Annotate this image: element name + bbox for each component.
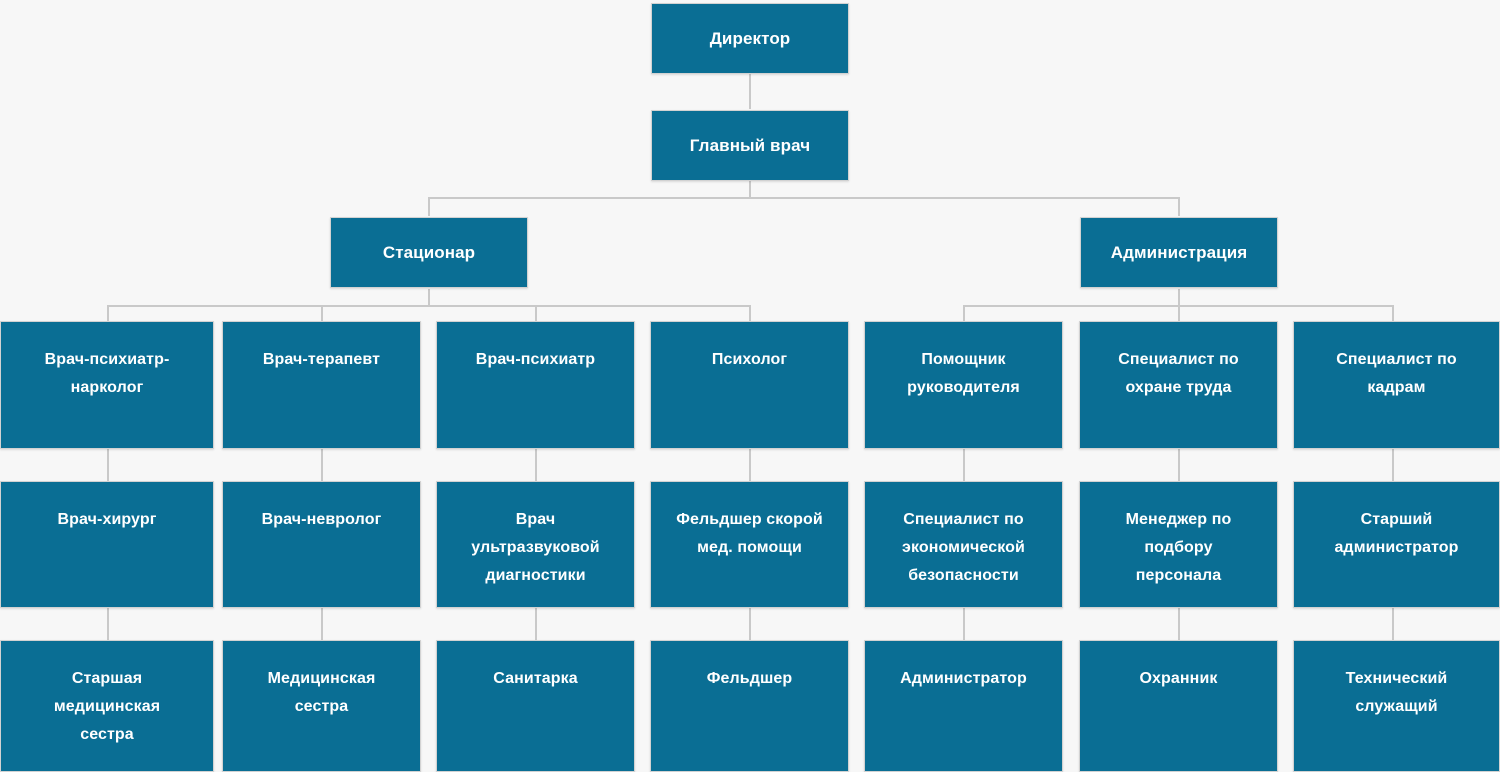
- connector-col-6-row5-row6: [1178, 608, 1180, 641]
- node-economic-security-specialist[interactable]: Специалист по экономической безопасности: [864, 481, 1063, 608]
- node-recruitment-manager[interactable]: Менеджер по подбору персонала: [1079, 481, 1278, 608]
- node-senior-administrator-label: Старший администратор: [1334, 511, 1459, 556]
- node-emergency-paramedic[interactable]: Фельдшер скорой мед. помощи: [650, 481, 849, 608]
- connector-col-1-row4-row5: [107, 449, 109, 482]
- connector-administration-child-1: [963, 305, 965, 322]
- node-assistant-director[interactable]: Помощник руководителя: [864, 321, 1063, 449]
- node-paramedic-label: Фельдшер: [706, 670, 793, 687]
- node-neurologist[interactable]: Врач-невролог: [222, 481, 421, 608]
- connector-administration-drop: [1178, 289, 1180, 306]
- node-administrator[interactable]: Администратор: [864, 640, 1063, 772]
- connector-bus-to-administration: [1178, 197, 1180, 216]
- node-director-label: Директор: [709, 28, 791, 48]
- connector-col-6-row4-row5: [1178, 449, 1180, 482]
- node-psychiatrist[interactable]: Врач-психиатр: [436, 321, 635, 449]
- connector-col-5-row5-row6: [963, 608, 965, 641]
- node-labor-safety-specialist[interactable]: Специалист по охране труда: [1079, 321, 1278, 449]
- node-emergency-paramedic-label: Фельдшер скорой мед. помощи: [676, 511, 823, 556]
- node-psychologist[interactable]: Психолог: [650, 321, 849, 449]
- node-ultrasound-doctor-label: Врач ультразвуковой диагностики: [471, 511, 600, 584]
- node-technical-staff-label: Технический служащий: [1345, 670, 1448, 715]
- connector-col-2-row4-row5: [321, 449, 323, 482]
- node-surgeon-label: Врач-хирург: [57, 511, 157, 528]
- connector-inpatient-child-3: [535, 305, 537, 322]
- node-therapist-label: Врач-терапевт: [262, 351, 381, 368]
- node-security-guard-label: Охранник: [1139, 670, 1218, 687]
- node-ultrasound-doctor[interactable]: Врач ультразвуковой диагностики: [436, 481, 635, 608]
- node-security-guard[interactable]: Охранник: [1079, 640, 1278, 772]
- node-nurse-label: Медицинская сестра: [267, 670, 376, 715]
- connector-chief-drop: [749, 181, 751, 198]
- connector-col-1-row5-row6: [107, 608, 109, 641]
- connector-col-3-row4-row5: [535, 449, 537, 482]
- node-orderly[interactable]: Санитарка: [436, 640, 635, 772]
- node-administration-label: Администрация: [1110, 242, 1248, 262]
- connector-col-2-row5-row6: [321, 608, 323, 641]
- connector-inpatient-drop: [428, 289, 430, 306]
- connector-col-7-row4-row5: [1392, 449, 1394, 482]
- node-economic-security-specialist-label: Специалист по экономической безопасности: [902, 511, 1025, 584]
- connector-administration-child-3: [1392, 305, 1394, 322]
- node-chief-doctor-label: Главный врач: [689, 135, 811, 155]
- connector-col-3-row5-row6: [535, 608, 537, 641]
- connector-col-7-row5-row6: [1392, 608, 1394, 641]
- node-head-nurse-label: Старшая медицинская сестра: [53, 670, 161, 743]
- node-head-nurse[interactable]: Старшая медицинская сестра: [0, 640, 214, 772]
- node-surgeon[interactable]: Врач-хирург: [0, 481, 214, 608]
- connector-inpatient-bus: [107, 305, 751, 307]
- connector-inpatient-child-4: [749, 305, 751, 322]
- node-therapist[interactable]: Врач-терапевт: [222, 321, 421, 449]
- node-senior-administrator[interactable]: Старший администратор: [1293, 481, 1500, 608]
- connector-director-to-chief: [749, 74, 751, 109]
- node-inpatient-label: Стационар: [382, 242, 476, 262]
- connector-level3-bus: [428, 197, 1180, 199]
- node-assistant-director-label: Помощник руководителя: [907, 351, 1020, 396]
- node-psychiatrist-label: Врач-психиатр: [475, 351, 596, 368]
- node-psychologist-label: Психолог: [711, 351, 788, 368]
- node-psychiatrist-narcologist-label: Врач-психиатр- нарколог: [44, 351, 170, 396]
- connector-inpatient-child-1: [107, 305, 109, 322]
- node-inpatient[interactable]: Стационар: [330, 217, 528, 288]
- node-chief-doctor[interactable]: Главный врач: [651, 110, 849, 181]
- node-paramedic[interactable]: Фельдшер: [650, 640, 849, 772]
- node-technical-staff[interactable]: Технический служащий: [1293, 640, 1500, 772]
- node-labor-safety-specialist-label: Специалист по охране труда: [1118, 351, 1239, 396]
- node-neurologist-label: Врач-невролог: [261, 511, 382, 528]
- node-psychiatrist-narcologist[interactable]: Врач-психиатр- нарколог: [0, 321, 214, 449]
- connector-col-4-row5-row6: [749, 608, 751, 641]
- connector-inpatient-child-2: [321, 305, 323, 322]
- node-hr-specialist[interactable]: Специалист по кадрам: [1293, 321, 1500, 449]
- connector-administration-child-2: [1178, 305, 1180, 322]
- node-director[interactable]: Директор: [651, 3, 849, 74]
- node-nurse[interactable]: Медицинская сестра: [222, 640, 421, 772]
- connector-bus-to-inpatient: [428, 197, 430, 216]
- node-administrator-label: Администратор: [900, 670, 1027, 687]
- node-recruitment-manager-label: Менеджер по подбору персонала: [1125, 511, 1232, 584]
- node-hr-specialist-label: Специалист по кадрам: [1336, 351, 1457, 396]
- connector-col-5-row4-row5: [963, 449, 965, 482]
- node-orderly-label: Санитарка: [493, 670, 578, 687]
- node-administration[interactable]: Администрация: [1080, 217, 1278, 288]
- connector-col-4-row4-row5: [749, 449, 751, 482]
